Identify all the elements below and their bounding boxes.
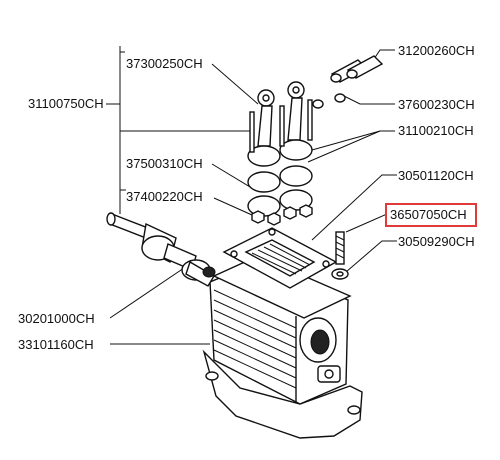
label-31100750ch: 31100750CH [28, 96, 104, 111]
label-30501120ch: 30501120CH [398, 168, 474, 183]
crankshaft [106, 212, 216, 287]
highlight-box [385, 203, 477, 227]
connecting-rods [247, 81, 313, 226]
cylinder-block [202, 255, 363, 439]
label-31100210ch: 31100210CH [398, 123, 474, 138]
washer [331, 268, 349, 280]
label-33101160ch: 33101160CH [18, 337, 94, 352]
label-30509290ch: 30509290CH [398, 234, 475, 249]
head-gasket [222, 227, 338, 289]
stud-bolt [335, 231, 345, 265]
label-37300250ch: 37300250CH [126, 56, 203, 71]
label-37500310ch: 37500310CH [126, 156, 203, 171]
label-30201000ch: 30201000CH [18, 311, 95, 326]
label-37600230ch: 37600230CH [398, 97, 475, 112]
label-36507050ch: 36507050CH [390, 207, 467, 222]
leader-lines [106, 46, 397, 345]
piston-pins [330, 55, 384, 83]
part-labels: 31200260CH 37300250CH 31100750CH 3760023… [18, 43, 475, 352]
pin-clips [312, 93, 346, 109]
label-37400220ch: 37400220CH [126, 189, 203, 204]
label-31200260ch: 31200260CH [398, 43, 475, 58]
